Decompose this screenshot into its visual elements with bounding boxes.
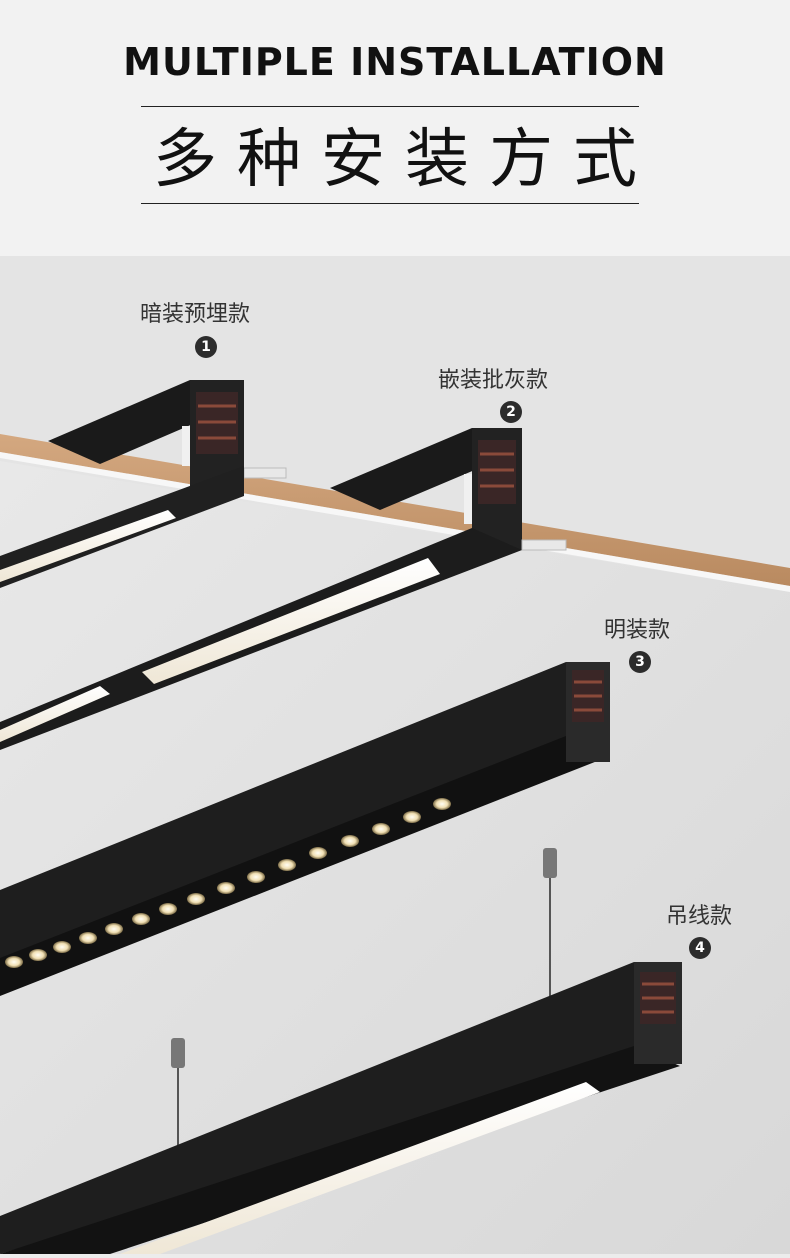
page-title: MULTIPLE INSTALLATION [123,40,667,84]
installation-illustration: 暗装预埋款 1 嵌装批灰款 2 明装款 3 吊线款 4 [0,256,790,1254]
track-surface-mounted [0,662,610,996]
badge-4: 4 [689,937,711,959]
badge-3: 3 [629,651,651,673]
header-section: MULTIPLE INSTALLATION 多种安装方式 [0,0,790,256]
badge-2: 2 [500,401,522,423]
track-pendant [0,848,682,1254]
title-divider-bottom [141,203,639,204]
title-divider-top [141,106,639,107]
label-pendant: 吊线款 [666,904,733,929]
label-recessed-embedded: 暗装预埋款 [140,302,251,327]
track-recessed-embedded [0,380,287,588]
label-surface-mounted: 明装款 [604,618,671,643]
label-plaster-in: 嵌装批灰款 [438,368,549,393]
product-rendering [0,256,790,1254]
page-subtitle: 多种安装方式 [153,123,657,197]
track-plaster-in [0,428,567,750]
badge-1: 1 [195,336,217,358]
